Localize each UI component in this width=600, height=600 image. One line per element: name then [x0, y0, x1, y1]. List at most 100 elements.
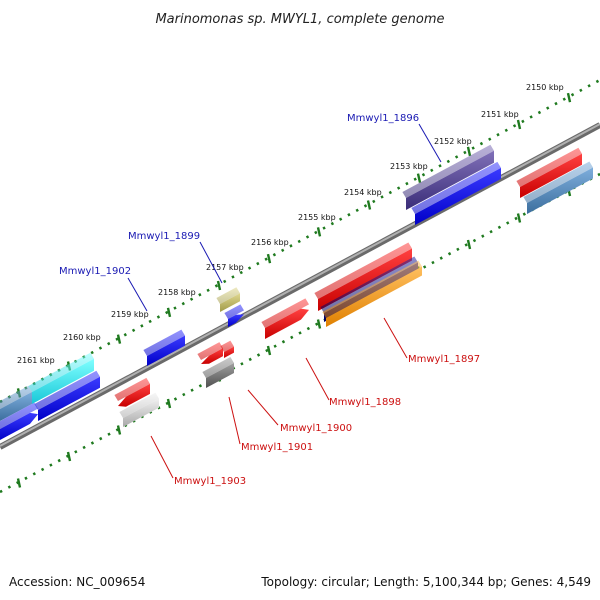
gene-block-red-2-body [118, 383, 150, 407]
gene-mmwyl1-1896-body [406, 150, 494, 210]
gene-block-steel-1-body [527, 167, 593, 214]
gene-block-red-small-body [224, 346, 234, 358]
gene-block-red-small-top-face [220, 340, 234, 352]
ruler-upper-tick [416, 173, 422, 183]
ruler-lower-tick [466, 239, 472, 250]
gene-block-blue-3[interactable] [34, 370, 100, 421]
gene-block-steel-2[interactable] [0, 385, 32, 421]
ruler-upper-tick [166, 307, 172, 318]
ruler-upper-tick [116, 334, 122, 344]
gene-block-steel-1-top-face [523, 161, 593, 203]
gene-features [0, 144, 593, 440]
ruler-upper-tick [516, 119, 522, 130]
gene-mmwyl1-1897-red-top-face [314, 242, 412, 299]
ruler-upper-tick [466, 146, 472, 157]
leader-mmwyl1-1897 [383, 317, 408, 359]
gene-mmwyl1-1900[interactable] [197, 342, 223, 364]
ruler-tick-label: 2156 kbp [251, 238, 289, 247]
ruler-upper-dots [0, 78, 600, 404]
gene-block-cyan-1-body [32, 358, 94, 404]
gene-label-mmwyl1-1900[interactable]: Mmwyl1_1900 [280, 423, 352, 434]
gene-block-steel-2-top-face [0, 385, 32, 409]
gene-block-blue-2[interactable] [224, 304, 244, 327]
ruler-upper-tick [316, 227, 322, 237]
gene-label-mmwyl1-1901[interactable]: Mmwyl1_1901 [241, 442, 313, 453]
genome-title: Marinomonas sp. MWYL1, complete genome [155, 12, 444, 27]
ruler-tick-label: 2157 kbp [206, 263, 244, 272]
leader-mmwyl1-1903 [150, 435, 174, 479]
gene-mmwyl1-1900-body [201, 348, 223, 364]
gene-mmwyl1-1903-top-face [119, 392, 159, 418]
gene-block-cyan-1[interactable] [28, 352, 94, 404]
gene-block-red-small[interactable] [220, 340, 234, 358]
gene-mmwyl1-1902-top-face [143, 329, 185, 356]
gene-label-mmwyl1-1902[interactable]: Mmwyl1_1902 [59, 266, 131, 277]
gene-mmwyl1-1899-top-face [216, 287, 240, 304]
gene-mmwyl1-1897-red-body [318, 248, 412, 311]
ruler-lower-tick [166, 398, 172, 409]
gene-mmwyl1-1903-body [123, 398, 159, 427]
gene-mmwyl1-1897-orange[interactable] [322, 260, 422, 327]
gene-mmwyl1-1901-top-face [202, 356, 234, 378]
gene-mmwyl1-1899-body [220, 293, 240, 312]
leader-mmwyl1-1900 [247, 389, 279, 426]
label-leaders [127, 123, 442, 479]
ruler-tick-label: 2161 kbp [17, 356, 55, 365]
gene-block-blue-1-top-face [411, 161, 501, 214]
gene-label-mmwyl1-1903[interactable]: Mmwyl1_1903 [174, 476, 246, 487]
gene-block-blue-4[interactable] [0, 402, 38, 440]
ruler-upper-tick [366, 200, 372, 210]
gene-block-cyan-1-top-face [28, 352, 94, 392]
gene-mmwyl1-1901-body [206, 362, 234, 388]
gene-mmwyl1-1898-top-face [261, 298, 309, 328]
ruler-upper-tick [266, 253, 272, 264]
gene-block-red-1-body [520, 153, 582, 198]
gene-mmwyl1-1896[interactable] [402, 144, 494, 210]
ruler-tick-label: 2153 kbp [390, 162, 428, 171]
ruler-tick-label: 2155 kbp [298, 213, 336, 222]
gene-mmwyl1-1897-orange-top-face [322, 260, 422, 318]
ruler-lower-tick [266, 345, 272, 356]
gene-mmwyl1-1897-red[interactable] [314, 242, 412, 311]
leader-mmwyl1-1896 [418, 123, 442, 163]
ruler-upper-tick [566, 92, 572, 103]
gene-block-steel-1[interactable] [523, 161, 593, 214]
ruler-lower-tick [516, 213, 522, 223]
gene-mmwyl1-1897-orange-body [326, 266, 422, 327]
ruler-upper-tick [216, 280, 222, 291]
gene-mmwyl1-1899[interactable] [216, 287, 240, 312]
gene-block-blue-3-top-face [34, 370, 100, 410]
ruler-tick-label: 2150 kbp [526, 83, 564, 92]
ruler-lower-tick [116, 425, 122, 435]
gene-block-red-1[interactable] [516, 147, 582, 198]
gene-mmwyl1-1898[interactable] [261, 298, 309, 339]
leader-mmwyl1-1898 [305, 357, 330, 401]
gene-block-steel-2-body [0, 391, 32, 421]
gene-block-red-2[interactable] [114, 377, 150, 407]
gene-label-mmwyl1-1896[interactable]: Mmwyl1_1896 [347, 113, 419, 124]
gene-mmwyl1-1901[interactable] [202, 356, 234, 388]
leader-mmwyl1-1899 [199, 241, 223, 284]
gene-mmwyl1-1903[interactable] [119, 392, 159, 427]
gene-mmwyl1-1897-top-face [320, 256, 418, 313]
topology-text: Topology: circular; Length: 5,100,344 bp… [260, 575, 591, 589]
gene-label-mmwyl1-1899[interactable]: Mmwyl1_1899 [128, 231, 200, 242]
gene-label-mmwyl1-1898[interactable]: Mmwyl1_1898 [329, 397, 401, 408]
gene-block-red-2-top-face [114, 377, 150, 401]
gene-label-mmwyl1-1897[interactable]: Mmwyl1_1897 [408, 354, 480, 365]
ruler-lower-tick [316, 319, 322, 329]
gene-block-blue-1[interactable] [411, 161, 501, 225]
gene-mmwyl1-1902[interactable] [143, 329, 185, 366]
gene-block-blue-1-body [415, 167, 501, 225]
ruler-tick-label: 2152 kbp [434, 137, 472, 146]
ruler-tick-label: 2154 kbp [344, 188, 382, 197]
ruler-lower-dots [0, 172, 600, 494]
ruler-tick-label: 2158 kbp [158, 288, 196, 297]
gene-block-red-1-top-face [516, 147, 582, 187]
ruler-tick-label: 2160 kbp [63, 333, 101, 342]
gene-block-blue-3-body [38, 376, 100, 421]
ruler-lower-tick [66, 451, 72, 462]
